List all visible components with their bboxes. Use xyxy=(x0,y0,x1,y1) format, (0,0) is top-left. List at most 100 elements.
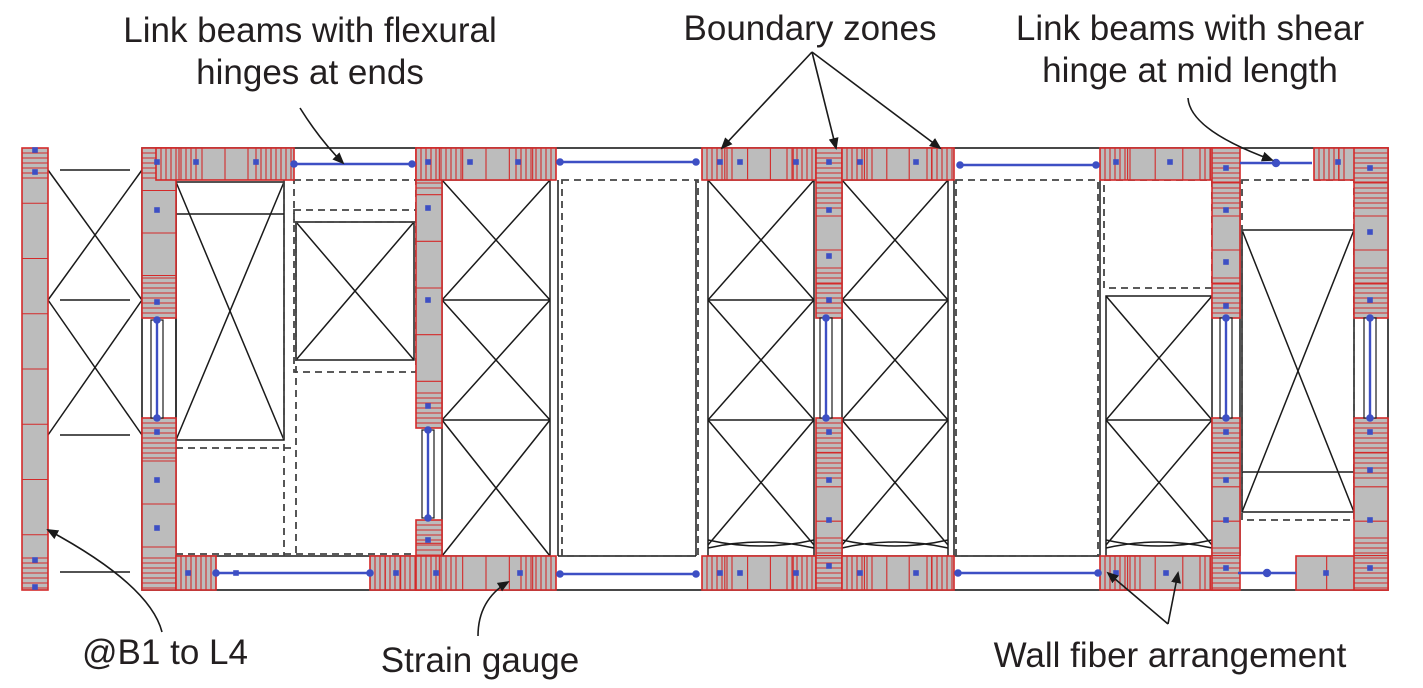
flexural-hinge-node xyxy=(1222,414,1230,422)
strain-gauge-marker xyxy=(826,563,832,569)
cross-line xyxy=(441,179,551,301)
strain-gauge-marker xyxy=(154,159,160,165)
strain-gauges xyxy=(32,147,1373,590)
wall-segment xyxy=(415,555,557,591)
strain-gauge-marker xyxy=(154,477,160,483)
strain-gauge-marker xyxy=(1335,159,1341,165)
leader-link-flexural xyxy=(299,107,345,165)
strain-gauge-marker xyxy=(425,537,431,543)
strain-gauge-marker xyxy=(253,159,259,165)
wall-segment xyxy=(1211,147,1241,319)
wall-segment xyxy=(815,417,843,591)
strain-gauge-marker xyxy=(1367,467,1373,473)
strain-gauge-marker xyxy=(1223,165,1229,171)
strain-gauge-marker xyxy=(826,517,832,523)
flexural-hinge-node xyxy=(408,160,416,168)
dashed-opening xyxy=(293,209,417,223)
leader-strain-gauge xyxy=(477,580,510,637)
strain-gauge-marker xyxy=(857,159,863,165)
link-beam xyxy=(954,569,1102,577)
cross-line xyxy=(841,299,949,421)
shear-hinge-node xyxy=(1271,158,1281,168)
flexural-hinge-node xyxy=(692,570,700,578)
label-link-beams-flexural-line2: hinges at ends xyxy=(196,53,424,92)
strain-gauge-marker xyxy=(826,297,832,303)
wall-body xyxy=(1211,417,1241,591)
structure-lines xyxy=(47,169,1355,573)
strain-gauge-marker xyxy=(1167,159,1173,165)
link-beam xyxy=(150,316,164,422)
wall-body xyxy=(369,555,417,591)
strain-gauge-marker xyxy=(425,159,431,165)
label-wall-fiber-arrangement: Wall fiber arrangement xyxy=(993,636,1347,675)
link-beam xyxy=(1363,314,1377,422)
cross-line xyxy=(1105,419,1213,546)
strain-gauge-marker xyxy=(467,159,473,165)
strain-gauge-marker xyxy=(32,147,38,153)
flexural-hinge-node xyxy=(1222,314,1230,322)
base-curve xyxy=(1105,539,1213,549)
leader-b1-to-l4 xyxy=(46,529,163,633)
opening-box xyxy=(841,179,949,557)
strain-gauge-marker xyxy=(717,159,723,165)
strain-gauge-marker xyxy=(857,570,863,576)
label-link-beams-flexural-line1: Link beams with flexural xyxy=(123,11,497,50)
strain-gauge-marker xyxy=(1323,570,1329,576)
link-beam xyxy=(556,570,700,578)
strain-gauge-marker xyxy=(913,159,919,165)
link-beam xyxy=(1240,158,1312,168)
strain-gauge-marker xyxy=(1223,565,1229,571)
strain-gauge-marker xyxy=(32,557,38,563)
flexural-hinge-node xyxy=(692,158,700,166)
flexural-hinge-node xyxy=(212,569,220,577)
strain-gauge-marker xyxy=(826,477,832,483)
cross-line xyxy=(175,181,285,441)
strain-gauge-marker xyxy=(154,299,160,305)
label-boundary-zones: Boundary zones xyxy=(683,9,937,48)
flexural-hinge-node xyxy=(956,161,964,169)
strain-gauge-marker xyxy=(793,570,799,576)
cross-line xyxy=(1105,295,1213,421)
link-beams xyxy=(150,158,1377,578)
cross-line xyxy=(707,299,815,421)
label-link-beams-flexural: Link beams with flexural hinges at ends xyxy=(90,10,530,94)
strain-gauge-marker xyxy=(1367,297,1373,303)
strain-gauge-marker xyxy=(1367,165,1373,171)
strain-gauge-marker xyxy=(1367,429,1373,435)
wall-segment xyxy=(841,147,955,181)
flexural-hinge-node xyxy=(954,569,962,577)
wall-segment xyxy=(21,147,49,591)
opening-box xyxy=(1105,295,1213,557)
cross-line xyxy=(707,419,815,546)
strain-gauge-marker xyxy=(1223,259,1229,265)
strain-gauge-marker xyxy=(425,297,431,303)
link-beam xyxy=(212,569,374,577)
label-link-beams-shear: Link beams with shear hinge at mid lengt… xyxy=(985,8,1395,92)
strain-gauge-marker xyxy=(32,169,38,175)
flexural-hinge-node xyxy=(556,570,564,578)
opening-box xyxy=(707,179,815,557)
strain-gauge-marker xyxy=(737,159,743,165)
flexural-hinge-node xyxy=(366,569,374,577)
flexural-hinge-node xyxy=(1094,569,1102,577)
dashed-opening xyxy=(293,179,417,373)
strain-gauge-marker xyxy=(826,159,832,165)
strain-gauge-marker xyxy=(1367,229,1373,235)
shear-hinge-node xyxy=(1262,568,1272,578)
flexural-hinge-node xyxy=(1092,161,1100,169)
wall-body xyxy=(815,417,843,591)
link-beam xyxy=(956,161,1100,169)
cross-line xyxy=(841,179,949,301)
strain-gauge-marker xyxy=(425,403,431,409)
flexural-hinge-node xyxy=(556,158,564,166)
strain-gauge-marker xyxy=(425,205,431,211)
strain-gauge-marker xyxy=(826,207,832,213)
strain-gauge-marker xyxy=(1367,565,1373,571)
strain-gauge-marker xyxy=(433,570,439,576)
leader-wall-fiber-2 xyxy=(1167,571,1181,625)
flexural-hinge-node xyxy=(1366,414,1374,422)
strain-gauge-marker xyxy=(1367,517,1373,523)
dashed-opening xyxy=(1241,179,1355,521)
link-beam xyxy=(290,160,416,168)
